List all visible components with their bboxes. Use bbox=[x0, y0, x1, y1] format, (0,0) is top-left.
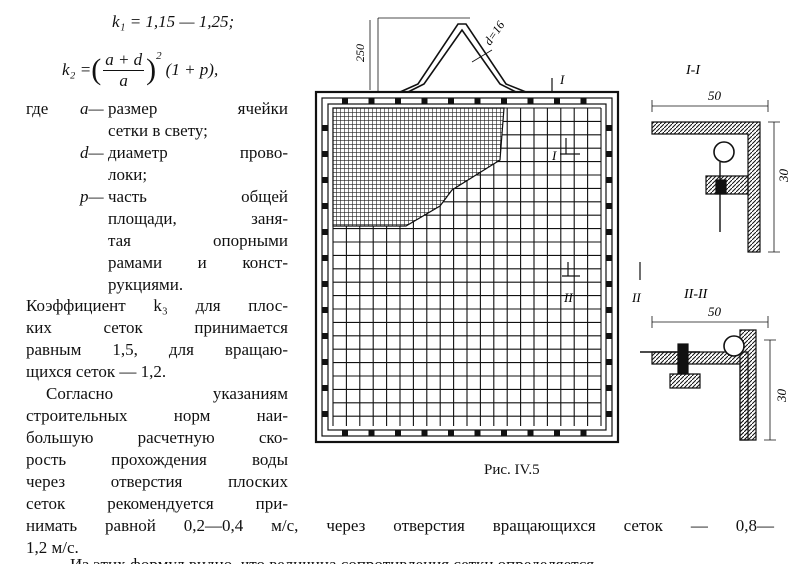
frame-bolt bbox=[554, 98, 560, 104]
frame-bolt bbox=[501, 430, 507, 436]
formula-k2-exponent: 2 bbox=[156, 50, 162, 62]
formula-k2-numerator: a + d bbox=[103, 49, 145, 71]
fine-mesh-area bbox=[332, 107, 505, 227]
para1-line3: равным 1,5, для вращаю- bbox=[26, 340, 288, 359]
para2-line1: Согласно указаниям bbox=[46, 384, 288, 403]
frame-bolt bbox=[322, 151, 328, 157]
frame-bolt bbox=[421, 98, 428, 104]
frame-bolt bbox=[527, 98, 534, 104]
section-II-marker bbox=[562, 262, 641, 280]
para2-line2: строительных норм наи- bbox=[26, 406, 288, 425]
frame-bolt bbox=[606, 229, 612, 235]
frame-bolt bbox=[322, 229, 328, 235]
para2-line6: сеток рекомендуется при- bbox=[26, 494, 288, 513]
def-d-line2: локи; bbox=[108, 165, 148, 184]
def-p-line4: рамами и конст- bbox=[108, 253, 288, 272]
frame-bolt bbox=[448, 430, 454, 436]
section-2-2-dim-30: 30 bbox=[774, 389, 789, 404]
frame-bolt bbox=[606, 359, 612, 365]
formula-k1: k₁ = 1,15 — 1,25; bbox=[112, 12, 235, 31]
section-2-2-detail bbox=[640, 316, 776, 441]
frame-bolt bbox=[322, 411, 328, 417]
def-a-line2: сетки в свету; bbox=[108, 121, 208, 140]
frame-bolt bbox=[342, 98, 348, 104]
para2-line3: большую расчетную ско- bbox=[26, 428, 288, 447]
frame-bolt bbox=[368, 430, 375, 436]
frame-bolt bbox=[368, 98, 375, 104]
frame-bolt bbox=[527, 430, 534, 436]
formula-k2: k₂ = ( a + d a ) 2 (1 + p), bbox=[62, 49, 219, 90]
dim-250-label: 250 bbox=[353, 44, 367, 62]
para1-line4: щихся сеток — 1,2. bbox=[26, 362, 167, 381]
para1-line1: Коэффициент k₃ для плос- bbox=[26, 296, 288, 315]
frame-bolt bbox=[322, 125, 328, 131]
frame-bolt bbox=[342, 430, 348, 436]
frame-bolt bbox=[322, 359, 328, 365]
lifting-handle bbox=[377, 17, 527, 93]
frame-bolt bbox=[322, 177, 328, 183]
para2-line4: рость прохождения воды bbox=[26, 450, 288, 469]
frame-bolt bbox=[580, 430, 587, 436]
section-II-label-right: II bbox=[631, 290, 641, 305]
def-p-line1: часть общей bbox=[108, 187, 288, 206]
where-word: где bbox=[26, 99, 49, 118]
formula-k2-rhs: (1 + p), bbox=[165, 60, 219, 79]
section-1-1-title: I-I bbox=[685, 63, 701, 78]
frame-bolt bbox=[606, 151, 612, 157]
para1-line2: ких сеток принимается bbox=[26, 318, 288, 337]
frame-bolt bbox=[322, 255, 328, 261]
frame-bolt bbox=[322, 333, 328, 339]
section-I-label-side: I bbox=[551, 148, 557, 163]
frame-bolt bbox=[580, 98, 587, 104]
frame-bolt bbox=[606, 203, 612, 209]
frame-bolt bbox=[395, 98, 401, 104]
frame-bolt bbox=[606, 333, 612, 339]
section-1-1-dim-50: 50 bbox=[708, 88, 722, 103]
formula-k2-denominator: a bbox=[119, 70, 128, 90]
frame-bolt bbox=[448, 98, 454, 104]
frame-bolt bbox=[474, 98, 481, 104]
frame-bolt bbox=[606, 385, 612, 391]
section-I-marker bbox=[551, 78, 580, 155]
frame-bolt bbox=[606, 411, 612, 417]
def-p-line5: рукциями. bbox=[108, 275, 184, 294]
frame-bolt bbox=[606, 307, 612, 313]
cut-off-line: Из этих формул видно, что величина сопро… bbox=[70, 556, 770, 564]
para2-full-line2: 1,2 м/с. bbox=[26, 538, 79, 557]
def-p-line2: площади, заня- bbox=[108, 209, 288, 228]
def-a-line1: размер ячейки bbox=[108, 99, 288, 118]
frame-bolt bbox=[395, 430, 401, 436]
frame-bolt bbox=[421, 430, 428, 436]
dim-d16-label: d=16 bbox=[481, 18, 507, 47]
def-d-symbol: d— bbox=[80, 143, 104, 162]
frame-bolt bbox=[322, 203, 328, 209]
section-2-2-title: II-II bbox=[683, 287, 709, 302]
section-2-2-dim-50: 50 bbox=[708, 304, 722, 319]
para2-full-line1: нимать равной 0,2—0,4 м/с, через отверст… bbox=[26, 516, 774, 535]
section-I-label-top: I bbox=[559, 72, 565, 87]
frame-bolt bbox=[322, 307, 328, 313]
section-1-1-dim-30: 30 bbox=[776, 169, 791, 184]
frame-bolt bbox=[322, 281, 328, 287]
def-p-line3: тая опорными bbox=[108, 231, 288, 250]
figure-caption: Рис. IV.5 bbox=[484, 462, 540, 478]
para2-line5: через отверстия плоских bbox=[26, 472, 288, 491]
frame-bolt bbox=[501, 98, 507, 104]
section-II-label-mid: II bbox=[563, 290, 573, 305]
frame-bolt bbox=[322, 385, 328, 391]
frame-bolt bbox=[606, 281, 612, 287]
section-1-1-detail bbox=[651, 100, 780, 253]
frame-bolt bbox=[474, 430, 481, 436]
frame-bolt bbox=[554, 430, 560, 436]
frame-bolt bbox=[606, 255, 612, 261]
def-p-symbol: p— bbox=[80, 187, 104, 206]
def-d-line1: диаметр прово- bbox=[108, 143, 288, 162]
screen-frame bbox=[314, 90, 620, 444]
frame-bolt bbox=[606, 177, 612, 183]
formula-k2-lhs: k₂ = bbox=[62, 60, 92, 79]
def-a-symbol: a— bbox=[80, 99, 104, 118]
dim-d16-leader bbox=[471, 49, 493, 63]
frame-bolt bbox=[606, 125, 612, 131]
